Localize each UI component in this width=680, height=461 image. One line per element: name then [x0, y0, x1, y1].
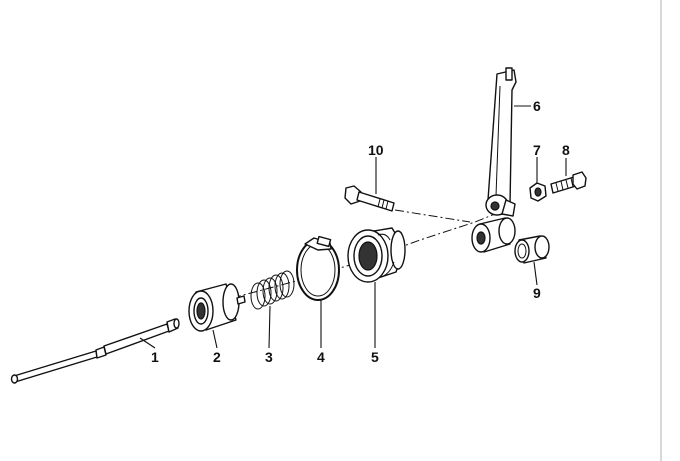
bolt-part	[344, 185, 395, 212]
push-rod-part	[10, 318, 180, 384]
leader-line-2	[212, 329, 218, 349]
callout-10: 10	[368, 142, 384, 158]
callout-3: 3	[265, 349, 273, 365]
spring-part	[250, 270, 295, 310]
hose-clamp-part	[296, 235, 340, 301]
callout-1: 1	[151, 349, 159, 365]
callout-4: 4	[317, 349, 325, 365]
callout-6: 6	[533, 98, 541, 114]
rubber-boot-part	[347, 227, 406, 283]
lever-part	[485, 67, 517, 217]
screw-part	[550, 171, 587, 194]
leader-line-1	[139, 337, 156, 349]
nut-part	[529, 182, 547, 202]
callout-5: 5	[371, 349, 379, 365]
lever-bushing-part	[471, 217, 516, 253]
bolt-axis	[394, 209, 471, 223]
piston-part	[188, 283, 246, 332]
page-edge-divider	[660, 0, 662, 461]
leader-line-9	[533, 261, 538, 286]
callout-7: 7	[533, 142, 541, 158]
callout-2: 2	[213, 349, 221, 365]
leader-line-3	[268, 305, 271, 349]
bushing-sleeve-part	[514, 235, 550, 264]
callout-8: 8	[562, 142, 570, 158]
callout-9: 9	[533, 285, 541, 301]
